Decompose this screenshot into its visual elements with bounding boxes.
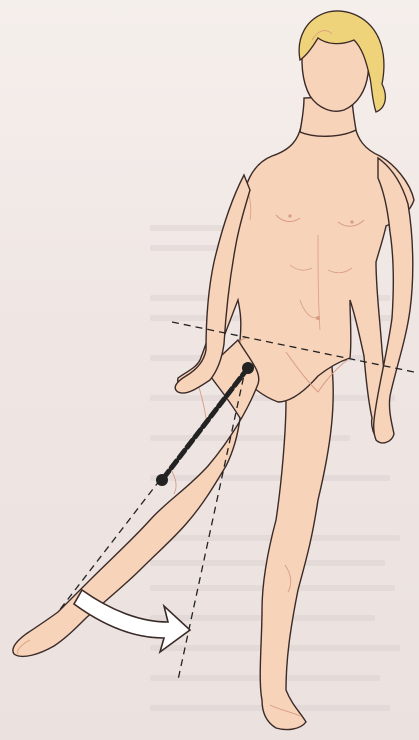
abduction-arrow [74,590,190,652]
left-nipple [288,214,291,217]
head [299,11,385,112]
hip-joint-marker [242,362,254,374]
right-nipple [350,220,353,223]
abducted-leg [13,340,259,656]
standing-leg [260,352,333,730]
navel [316,316,320,320]
knee-joint-marker [156,474,168,486]
femur-axis [162,368,248,480]
